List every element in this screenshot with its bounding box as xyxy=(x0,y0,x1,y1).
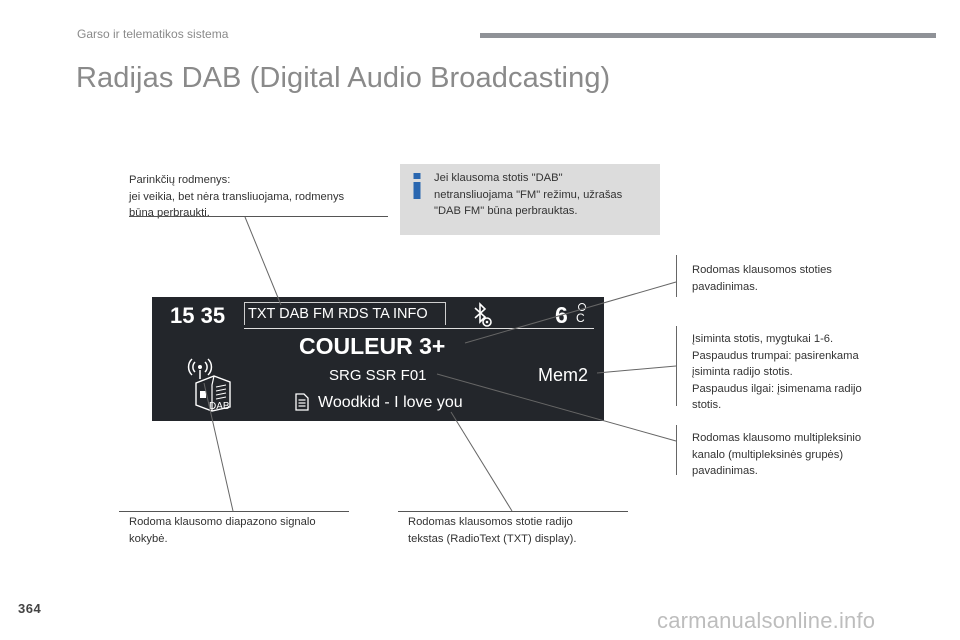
info-text: Jei klausoma stotis "DAB" netransliuojam… xyxy=(434,172,623,217)
header-bar xyxy=(480,33,936,38)
info-icon xyxy=(413,173,421,199)
options-annotation: Parinkčių rodmenys: jei veikia, bet nėra… xyxy=(129,174,345,219)
watermark: carmanualsonline.info xyxy=(657,608,876,633)
signal-topline xyxy=(119,511,349,512)
temperature-unit: C xyxy=(576,311,585,325)
section-header: Garso ir telematikos sistema xyxy=(77,27,229,41)
page-number: 364 xyxy=(18,601,42,616)
multiplex-bar xyxy=(676,425,677,475)
screen-divider xyxy=(244,328,594,329)
leader-station xyxy=(464,281,677,344)
page-title: Radijas DAB (Digital Audio Broadcasting) xyxy=(76,62,611,94)
radiotext-icon xyxy=(295,393,309,411)
multiplex-annotation: Rodomas klausomo multipleksinio kanalo (… xyxy=(692,432,862,477)
leader-options xyxy=(244,216,282,306)
leader-multiplex xyxy=(436,373,677,442)
radiotext-topline xyxy=(398,511,628,512)
leader-radiotext xyxy=(450,411,513,512)
memory-bar xyxy=(676,326,677,406)
station-name-bar xyxy=(676,255,677,297)
bluetooth-icon xyxy=(474,302,492,327)
leader-memory xyxy=(596,365,677,374)
options-underline xyxy=(129,216,388,217)
degree-icon xyxy=(578,303,586,311)
radiotext: Woodkid - I love you xyxy=(318,394,463,411)
multiplex-name: SRG SSR F01 xyxy=(329,367,427,384)
station-name-annotation: Rodomas klausomos stoties pavadinimas. xyxy=(692,264,832,293)
signal-annotation: Rodoma klausomo diapazono signalo kokybė… xyxy=(129,516,316,545)
options-frame xyxy=(244,302,446,325)
memory-annotation: Įsiminta stotis, mygtukai 1-6. Paspaudus… xyxy=(692,333,862,411)
dab-signal-icon xyxy=(187,358,231,412)
dab-band-label: DAB xyxy=(209,401,230,412)
clock: 15 35 xyxy=(170,303,226,328)
leader-signal xyxy=(203,382,234,512)
memory-slot: Mem2 xyxy=(538,365,589,385)
radio-display: 15 35 TXT DAB FM RDS TA INFO 6 C COULEUR… xyxy=(152,297,604,421)
station-name: COULEUR 3+ xyxy=(299,333,446,359)
info-box: Jei klausoma stotis "DAB" netransliuojam… xyxy=(400,164,660,235)
radiotext-annotation: Rodomas klausomos stotie radijo tekstas … xyxy=(408,516,577,545)
options-indicators: TXT DAB FM RDS TA INFO xyxy=(248,306,428,322)
